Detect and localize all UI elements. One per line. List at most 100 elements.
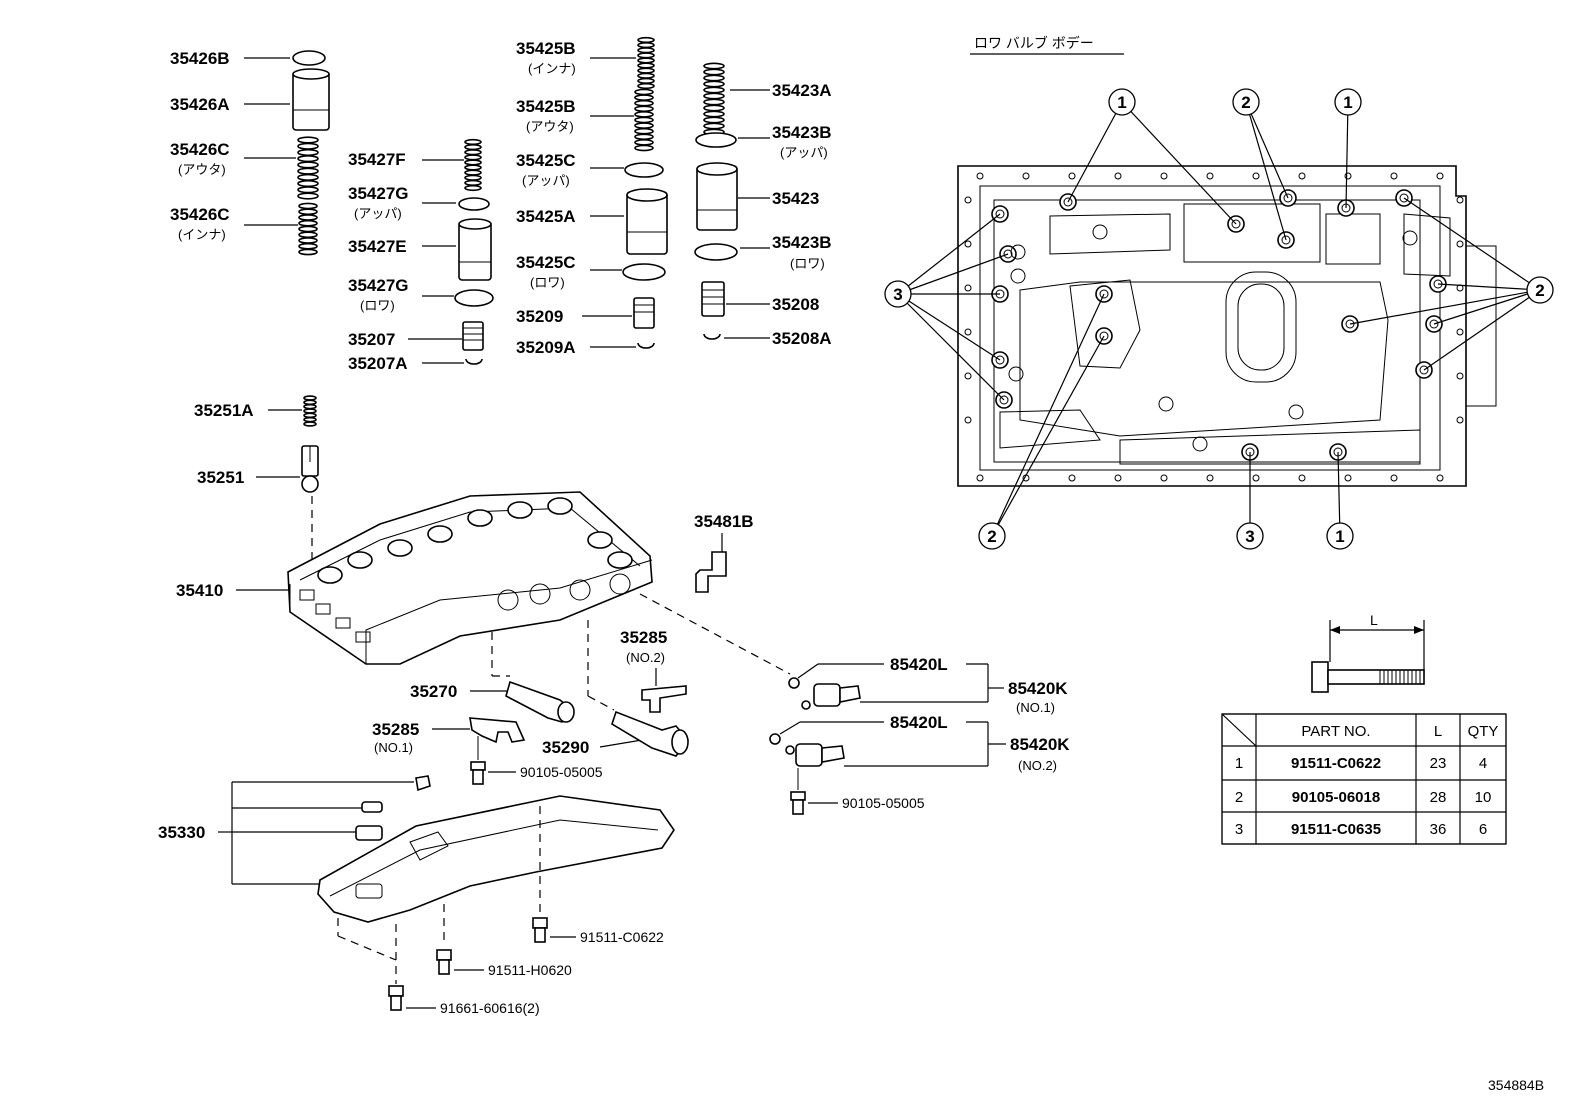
callout-circle-3 (1334, 88, 1362, 116)
plug-35208 (701, 281, 725, 317)
group-35290: 35290 (542, 710, 690, 757)
callout-number-5: 2 (1535, 281, 1544, 300)
callout-number-4: 3 (893, 285, 902, 304)
o-ring-35423B-lower (694, 243, 738, 261)
view-title: ロワ バルブ ボデー (974, 35, 1094, 51)
o-ring-35427G-upper (458, 197, 490, 211)
label-35425A: 35425A (516, 207, 576, 226)
sub-35423B-upper: (アッパ) (780, 145, 828, 160)
table-cell-r3-c0: 3 (1235, 821, 1243, 838)
label-90105-05005-b: 90105-05005 (842, 795, 925, 811)
group-35427: 35427F 35427G (アッパ) 35427E 35427G (ロワ) 3… (348, 138, 494, 373)
label-35425B-outer: 35425B (516, 97, 576, 116)
spring-35423A (703, 62, 725, 136)
label-35425C-lower: 35425C (516, 253, 576, 272)
table-cell-r1-c2: 23 (1430, 755, 1447, 772)
table-header-2: L (1434, 723, 1442, 740)
group-85420: 85420L 85420K (NO.1) 85420L 85420K (NO.2… (769, 655, 1070, 815)
label-35207: 35207 (348, 330, 395, 349)
label-35290: 35290 (542, 738, 589, 757)
group-35481B: 35481B (694, 512, 754, 593)
bracket-35285-no1 (469, 717, 526, 744)
label-85420L-2: 85420L (890, 713, 948, 732)
label-35330: 35330 (158, 823, 205, 842)
spring-35251A (303, 395, 317, 427)
label-91661-60616: 91661-60616(2) (440, 1000, 540, 1016)
label-35285-no2: 35285 (620, 628, 667, 647)
plug-35209 (633, 297, 655, 329)
sleeve-35427E (458, 218, 492, 281)
callout-circle-8 (1326, 522, 1354, 550)
bolt-shank (1327, 669, 1425, 685)
bolt-91511-H0620 (436, 949, 452, 975)
sub-35425B-outer: (アウタ) (526, 119, 574, 134)
group-35426: 35426B 35426A 35426C (アウタ) 35426C (インナ) (170, 49, 330, 256)
group-35423: 35423A 35423B (アッパ) 35423 35423B (ロワ) 35… (694, 62, 832, 348)
callout-number-1: 1 (1117, 93, 1126, 112)
label-35423B-lower: 35423B (772, 233, 832, 252)
bolt-90105-a (470, 761, 486, 785)
callout-number-6: 2 (987, 527, 996, 546)
o-ring-35426B (292, 50, 326, 66)
table-cell-r2-c0: 2 (1235, 789, 1243, 806)
callout-circle-5 (1526, 276, 1554, 304)
callout-number-3: 1 (1343, 93, 1352, 112)
callout-circle-7 (1236, 522, 1264, 550)
sub-35285-no1: (NO.1) (374, 740, 413, 755)
sub-35425C-lower: (ロワ) (530, 275, 565, 290)
spring-35425B-outer (634, 88, 654, 152)
clip-35207A (465, 358, 483, 365)
o-ring-85420L-2 (769, 733, 781, 745)
table-cell-r3-c2: 36 (1430, 821, 1447, 838)
dimension-label-L: L (1370, 612, 1378, 628)
sleeve-35423 (696, 162, 738, 231)
spring-35425B-inner (637, 36, 655, 90)
label-35423: 35423 (772, 189, 819, 208)
group-35330: 35330 (158, 775, 675, 984)
valve-35251 (301, 445, 319, 493)
label-35427G-lower: 35427G (348, 276, 409, 295)
callout-circle-4 (884, 280, 912, 308)
solenoid-35290 (611, 710, 690, 757)
oil-strainer-35330 (317, 795, 675, 923)
label-35426C-inner: 35426C (170, 205, 230, 224)
label-35423A: 35423A (772, 81, 832, 100)
figure-id: 354884B (1488, 1077, 1544, 1093)
sub-35426C-outer: (アウタ) (178, 162, 226, 177)
valve-body-outline (957, 165, 1467, 487)
label-35423B-upper: 35423B (772, 123, 832, 142)
table-cell-r2-c2: 28 (1430, 789, 1447, 806)
label-35481B: 35481B (694, 512, 754, 531)
label-35425C-upper: 35425C (516, 151, 576, 170)
label-35209: 35209 (516, 307, 563, 326)
table-cell-r3-c3: 6 (1479, 821, 1487, 838)
sub-35427G-lower: (ロワ) (360, 298, 395, 313)
callout-number-7: 3 (1245, 527, 1254, 546)
label-35251A: 35251A (194, 401, 254, 420)
label-35209A: 35209A (516, 338, 576, 357)
table-cell-r1-c3: 4 (1479, 755, 1487, 772)
label-91511-H0620: 91511-H0620 (488, 962, 572, 978)
o-ring-35425C-lower (622, 263, 666, 281)
table-header-1: PART NO. (1301, 723, 1370, 740)
gasket-c (355, 825, 383, 841)
sub-85420K-1: (NO.1) (1016, 700, 1055, 715)
bolt-head (1311, 661, 1329, 693)
sub-35423B-lower: (ロワ) (790, 256, 825, 271)
label-35426B: 35426B (170, 49, 230, 68)
label-35251: 35251 (197, 468, 244, 487)
valve-body-35410: 35410 (176, 491, 653, 665)
label-91511-C0622: 91511-C0622 (580, 929, 664, 945)
o-ring-35423B-upper (695, 132, 737, 148)
group-35251: 35251A 35251 (194, 395, 319, 560)
callout-circle-6 (978, 522, 1006, 550)
gasket-a (415, 775, 431, 792)
gasket-b (361, 801, 383, 813)
label-35285-no1: 35285 (372, 720, 419, 739)
callout-number-8: 1 (1335, 527, 1344, 546)
plug-35207 (462, 321, 484, 351)
label-35427F: 35427F (348, 150, 406, 169)
group-35285-no2: 35285 (NO.2) (620, 628, 687, 713)
